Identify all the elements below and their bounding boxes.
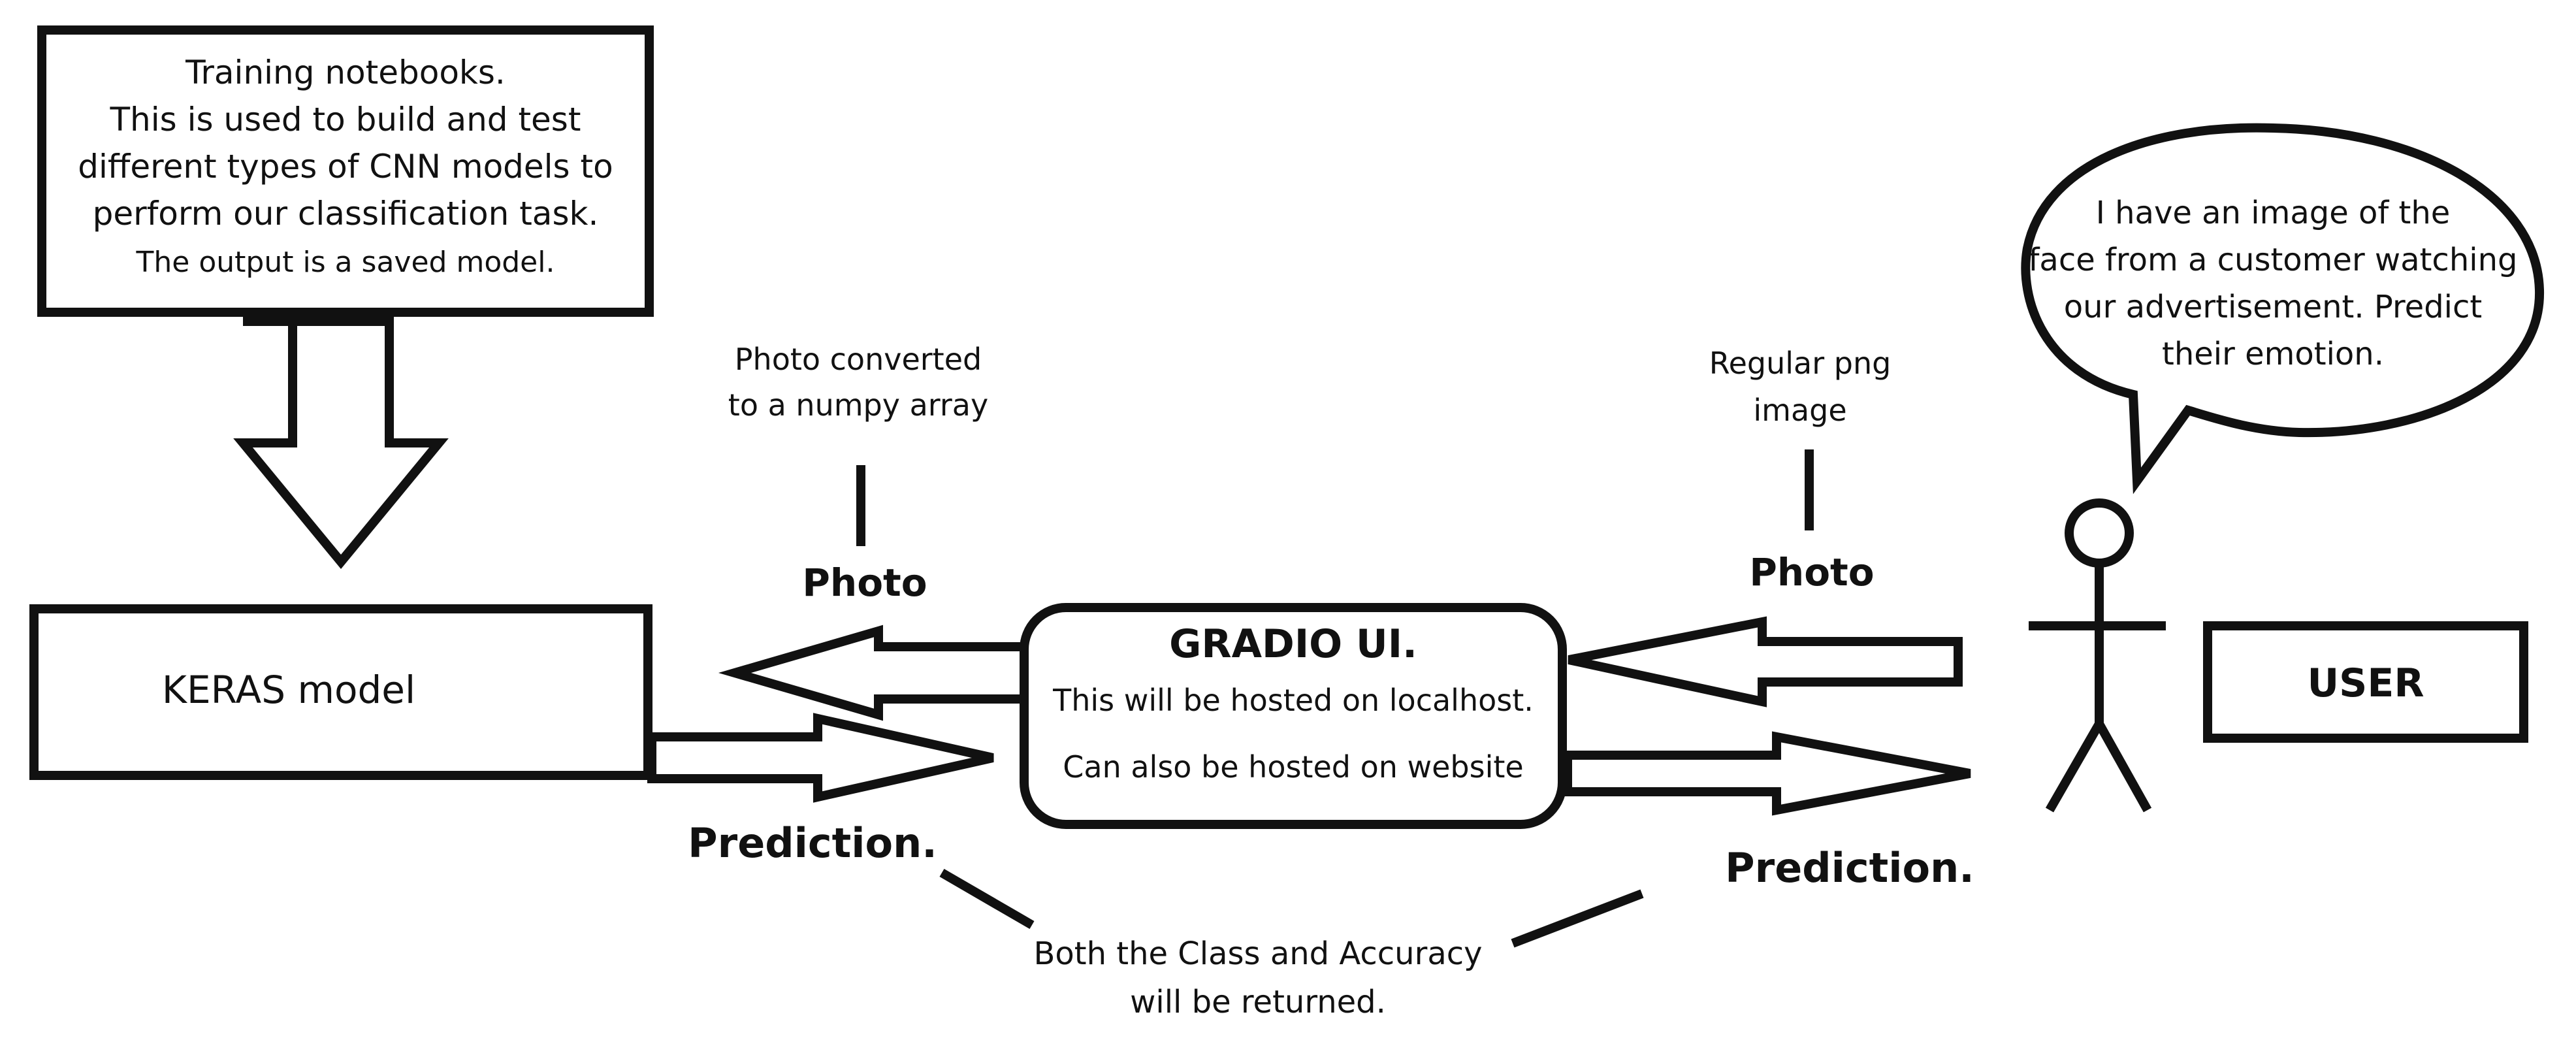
- photo-right-note-line-2: image: [1753, 393, 1846, 428]
- keras-model-node: KERAS model: [29, 604, 652, 780]
- prediction-note-line-1: Both the Class and Accuracy: [1033, 935, 1482, 972]
- prediction-to-gradio-arrow: [647, 713, 994, 803]
- training-line-4: perform our classification task.: [93, 195, 599, 233]
- gradio-ui-node: GRADIO UI. This will be hosted on localh…: [1020, 603, 1567, 829]
- keras-label: KERAS model: [162, 668, 415, 712]
- figure-left-leg: [2045, 721, 2104, 813]
- photo-to-gradio-arrow: [1568, 616, 1963, 707]
- training-line-5: The output is a saved model.: [136, 246, 555, 279]
- figure-head: [2065, 498, 2134, 568]
- training-line-2: This is used to build and test: [110, 101, 581, 138]
- bubble-line-4: their emotion.: [2162, 336, 2384, 372]
- bubble-line-3: our advertisement. Predict: [2064, 289, 2482, 325]
- photo-left-note-line-1: Photo converted: [735, 342, 982, 377]
- training-to-keras-arrow: [233, 317, 449, 570]
- user-node: USER: [2203, 621, 2528, 743]
- prediction-right-connector: [1511, 889, 1644, 948]
- photo-to-keras-arrow: [718, 625, 1031, 721]
- photo-left-note-line-2: to a numpy array: [728, 387, 988, 423]
- user-stick-figure: [2029, 498, 2166, 813]
- speech-bubble: I have an image of the face from a custo…: [2021, 123, 2545, 495]
- prediction-left-connector: [939, 868, 1035, 930]
- user-label: USER: [2307, 660, 2424, 706]
- training-notebooks-node: Training notebooks. This is used to buil…: [37, 25, 654, 317]
- bubble-line-2: face from a customer watching: [2029, 242, 2518, 278]
- prediction-left-label: Prediction.: [688, 819, 937, 867]
- gradio-title: GRADIO UI.: [1169, 621, 1417, 667]
- gradio-line-1: This will be hosted on localhost.: [1052, 683, 1534, 718]
- prediction-right-label: Prediction.: [1725, 844, 1974, 892]
- photo-right-note-line-1: Regular png: [1709, 346, 1892, 381]
- figure-right-leg: [2095, 721, 2152, 813]
- prediction-to-user-arrow: [1563, 731, 1971, 816]
- photo-left-label: Photo: [802, 561, 927, 605]
- training-line-3: different types of CNN models to: [78, 148, 613, 186]
- bubble-line-1: I have an image of the: [2096, 195, 2451, 231]
- training-line-1: Training notebooks.: [185, 54, 506, 91]
- prediction-note-line-2: will be returned.: [1130, 984, 1386, 1020]
- photo-right-label: Photo: [1749, 550, 1874, 594]
- gradio-line-2: Can also be hosted on website: [1063, 749, 1523, 785]
